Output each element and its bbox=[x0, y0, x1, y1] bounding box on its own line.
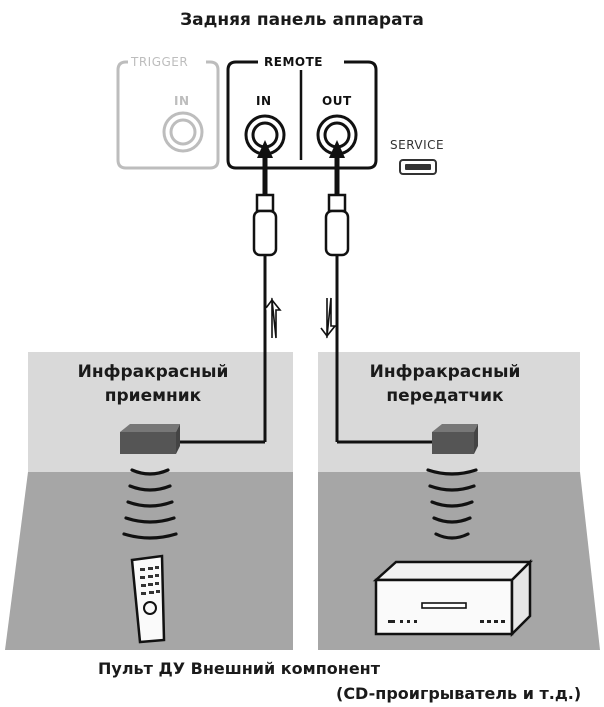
right-wave-2 bbox=[428, 484, 476, 492]
ir-receiver-front bbox=[120, 432, 176, 454]
ir-receiver-label-line2: приемник bbox=[104, 386, 202, 406]
ir-transmitter-top bbox=[432, 424, 478, 432]
ir-receiver-top bbox=[120, 424, 180, 432]
cd-player-icon bbox=[372, 558, 534, 638]
left-wave-2 bbox=[128, 484, 172, 492]
cd-player-side bbox=[510, 558, 532, 638]
right-plug-body bbox=[324, 209, 350, 257]
remote-control-buttons bbox=[140, 566, 160, 595]
trigger-label: TRIGGER bbox=[128, 55, 192, 69]
remote-control-dial bbox=[143, 601, 157, 615]
cd-player-controls bbox=[388, 620, 505, 623]
trigger-jack-outer bbox=[162, 111, 204, 153]
remote-in-label: IN bbox=[256, 94, 272, 108]
ir-receiver-label-line1: Инфракрасный bbox=[77, 362, 229, 382]
ir-transmitter-front bbox=[432, 432, 474, 454]
remote-label: REMOTE bbox=[261, 55, 326, 69]
service-port-outline bbox=[399, 159, 437, 175]
service-port bbox=[399, 159, 437, 175]
diagram-title: Задняя панель аппарата bbox=[180, 10, 424, 30]
service-port-slot bbox=[405, 164, 431, 170]
right-plug-collar bbox=[327, 193, 347, 213]
left-wave-5 bbox=[122, 532, 178, 540]
right-wave-3 bbox=[430, 500, 474, 508]
right-plug-arrowhead bbox=[329, 140, 345, 158]
ir-receiver-side bbox=[176, 424, 180, 454]
cd-player-top bbox=[372, 560, 534, 582]
trigger-group bbox=[116, 60, 220, 170]
left-wave-4 bbox=[124, 516, 176, 524]
cd-player-tray bbox=[421, 602, 467, 609]
trigger-in-label: IN bbox=[174, 94, 190, 108]
left-wave-3 bbox=[126, 500, 174, 508]
left-plug-arrowhead bbox=[257, 140, 273, 158]
remote-group bbox=[226, 60, 378, 170]
remote-control-icon bbox=[130, 554, 166, 644]
ir-receiver-label: Инфракрасный приемник bbox=[38, 360, 268, 408]
left-plug-collar bbox=[255, 193, 275, 213]
right-wave-5 bbox=[434, 532, 470, 540]
ir-transmitter bbox=[432, 424, 478, 454]
upward-signal-arrow bbox=[265, 297, 282, 339]
trigger-frame bbox=[116, 60, 220, 170]
remote-frame bbox=[226, 60, 378, 170]
service-label: SERVICE bbox=[390, 138, 445, 152]
right-wave-1 bbox=[426, 468, 478, 476]
left-plug-body bbox=[252, 209, 278, 257]
ir-transmitter-label-line2: передатчик bbox=[386, 386, 504, 406]
ir-transmitter-label-line1: Инфракрасный bbox=[369, 362, 521, 382]
left-ir-waves bbox=[122, 468, 178, 540]
footer-caption-line1: Пульт ДУ Внешний компонент bbox=[98, 659, 381, 678]
downward-signal-arrow bbox=[320, 297, 337, 339]
footer-caption-line2: (CD-проигрыватель и т.д.) bbox=[336, 684, 582, 703]
remote-out-label: OUT bbox=[322, 94, 352, 108]
cables bbox=[178, 140, 432, 444]
left-wave-1 bbox=[130, 468, 170, 476]
ir-transmitter-side bbox=[474, 424, 478, 454]
trigger-jack-inner bbox=[169, 118, 197, 146]
ir-transmitter-label: Инфракрасный передатчик bbox=[330, 360, 560, 408]
right-wave-4 bbox=[432, 516, 472, 524]
right-ir-waves bbox=[426, 468, 478, 540]
ir-receiver bbox=[120, 424, 180, 454]
